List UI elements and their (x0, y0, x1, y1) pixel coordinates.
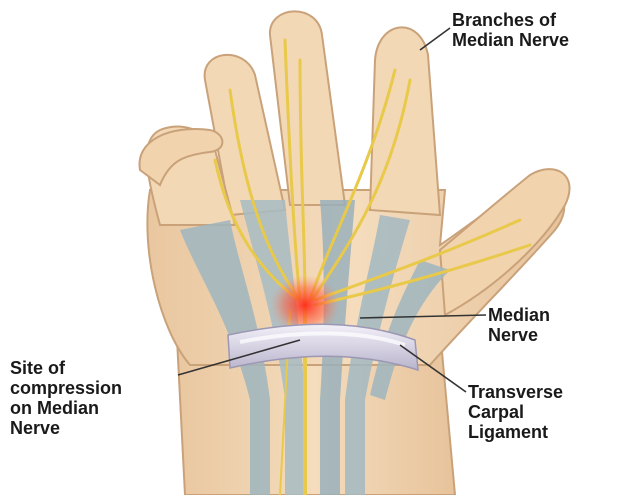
label-median-nerve: Median Nerve (488, 305, 550, 345)
label-transverse-carpal-ligament: Transverse Carpal Ligament (468, 382, 563, 442)
label-branches-of-median-nerve: Branches of Median Nerve (452, 10, 569, 50)
middle-finger (270, 11, 345, 205)
label-site-of-compression: Site of compression on Median Nerve (10, 358, 122, 438)
thumb (440, 169, 570, 315)
